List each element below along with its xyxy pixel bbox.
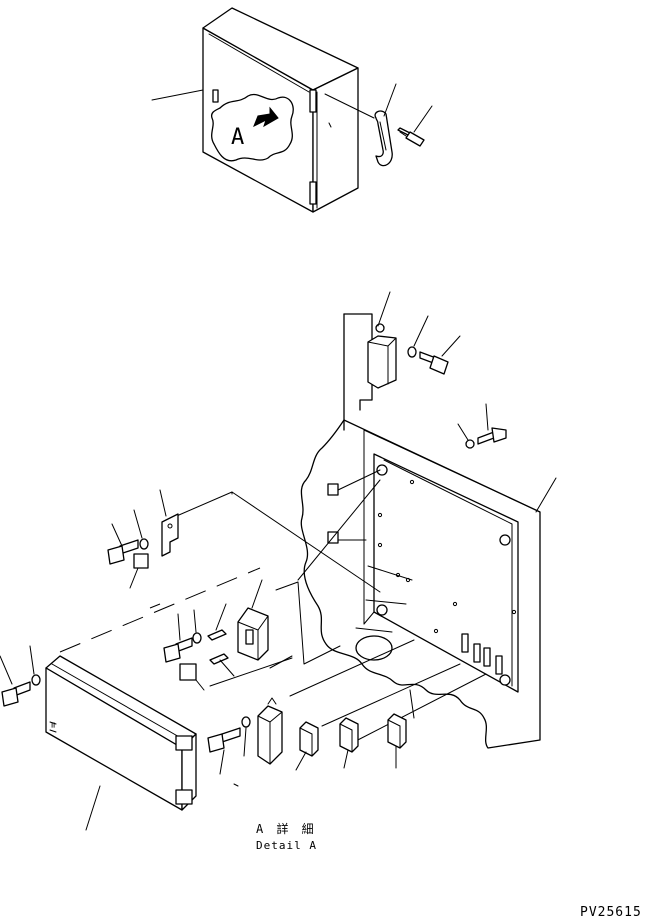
connector-2 [339,717,359,753]
side-washer [139,538,149,550]
svg-text:=: = [48,722,59,728]
leader-side-bolt [111,523,123,547]
relay [237,607,269,661]
door-latch [212,89,219,103]
leader-relay [251,579,263,609]
upper-hinge [309,89,317,113]
control-unit: = [45,655,197,811]
lower-washer [241,716,251,728]
lower-left-bolt [1,681,31,707]
leader-side-clip [129,567,139,589]
leader-control-unit [85,785,101,831]
side-clip [133,553,149,569]
resistor [257,697,283,765]
leader-right-washer [457,423,469,441]
side-bolt [107,539,139,565]
leader-lower-bolt [219,749,225,775]
wall-nut-upper [327,483,339,496]
leader-cabinet-box [535,477,557,513]
middle-parts [163,629,229,681]
leader-connector-2 [343,749,349,769]
callout-letter-a: A [231,125,244,150]
detail-caption-jp: A 詳 細 [256,821,317,836]
lower-bolt [207,727,241,753]
lower-left-washer [31,674,41,686]
leader-connector-1 [295,751,307,771]
assembly-lines [59,469,487,745]
connector-1 [299,721,319,757]
upper-washer [407,346,417,358]
detail-a: = [0,291,557,831]
right-washer [465,439,475,449]
cabinet-interior [300,419,541,749]
leader-handle [383,83,397,117]
leader-lower-left-bolt [0,655,13,685]
door-handle [374,110,393,167]
leader-bracket [377,291,391,327]
leader-handle-screw [413,105,433,133]
cutaway-view-a [210,93,294,162]
leader-middle-washer [193,609,197,633]
handle-screw [397,127,425,147]
leader-upper-bolt [441,335,461,357]
leader-middle-clip [195,679,205,691]
leader-upper-washer [413,315,429,347]
leader-right-bolt [485,403,489,431]
right-bolt [477,427,507,445]
leader-middle-pin [215,603,227,631]
direction-arrow [253,106,279,128]
leader-side-bracket [159,489,167,517]
leader-cabinet [151,89,204,101]
connector-3 [387,713,407,749]
detail-caption-en: Detail A [256,839,317,852]
cabinet-overview: A [151,7,433,213]
leader-middle-bolt [177,613,181,641]
side-bracket [161,513,179,557]
leader-side-washer [133,509,143,539]
lower-hinge [309,181,317,205]
upper-bolt [419,351,449,375]
drawing-number: PV25615 [580,905,642,919]
leader-resistor [233,783,239,787]
upper-bracket [343,313,397,431]
leader-lower-left-washer [29,645,35,675]
middle-washer [192,632,202,644]
leader-lower-washer [243,727,247,757]
leader-middle-pin2 [219,659,235,677]
